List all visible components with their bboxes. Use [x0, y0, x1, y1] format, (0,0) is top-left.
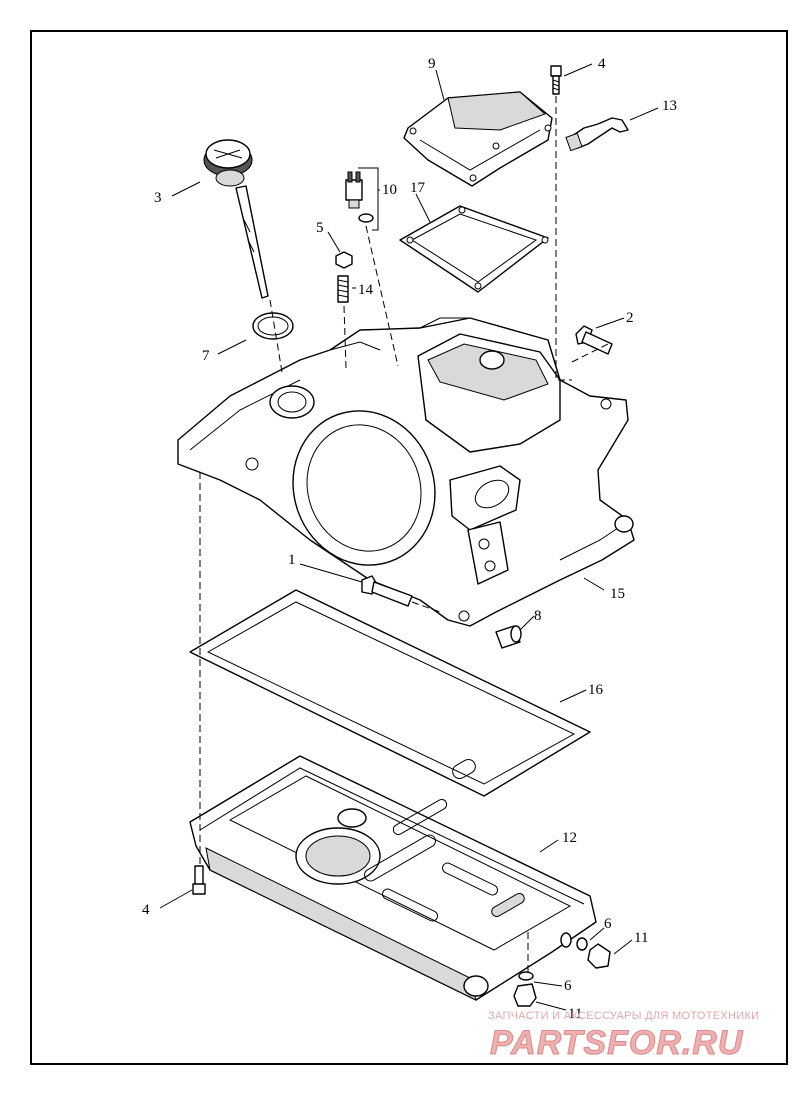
callout-17: 17 [410, 180, 426, 196]
callout-4-bottom: 4 [142, 902, 150, 918]
bolt-left-part [361, 575, 413, 607]
callout-16: 16 [588, 682, 604, 698]
callout-2: 2 [626, 310, 634, 326]
bolt-right-part [575, 325, 613, 355]
callout-7: 7 [202, 348, 210, 364]
callout-10: 10 [382, 182, 397, 198]
callout-8: 9 [428, 56, 436, 72]
watermark: ЗАПЧАСТИ И АКСЕССУАРЫ ДЛЯ МОТОТЕХНИКИ PA… [470, 1006, 790, 1066]
callout-14: 15 [610, 586, 625, 602]
callout-13: 14 [358, 282, 374, 298]
callout-15: 12 [562, 830, 577, 846]
nut-and-spring-parts [335, 251, 353, 303]
callout-labels: 4 9 13 3 10 17 5 14 2 7 1 15 8 16 12 4 6… [142, 56, 677, 1022]
callout-1: 1 [288, 552, 296, 568]
cover-gasket-part [399, 205, 549, 293]
callout-4-top: 4 [598, 56, 606, 72]
dowel-part [495, 625, 522, 649]
o-ring-part [252, 312, 294, 340]
top-cover-part [403, 91, 553, 187]
oil-pan-part [189, 755, 597, 1001]
callout-6-top: 6 [604, 916, 612, 932]
watermark-tagline: ЗАПЧАСТИ И АКСЕССУАРЫ ДЛЯ МОТОТЕХНИКИ [488, 1010, 760, 1022]
drawing-frame [30, 30, 788, 1065]
drain-plug-parts [513, 937, 611, 1007]
main-housing-part [177, 317, 635, 627]
callout-12: 13 [662, 98, 677, 114]
hose-fitting-part [565, 117, 629, 152]
callout-6-bottom: 6 [564, 978, 572, 994]
callout-11-bottom: 11 [568, 1006, 582, 1022]
callout-3: 3 [154, 190, 162, 206]
oil-sender-part [345, 167, 379, 231]
top-screw-part [550, 65, 562, 95]
watermark-logo: PARTSFOR.RU [489, 1024, 744, 1063]
callout-9: 8 [534, 608, 542, 624]
pan-gasket-part [189, 589, 591, 797]
alignment-lines [199, 96, 609, 976]
dipstick-part [203, 139, 269, 299]
bottom-screw-part [192, 865, 206, 895]
leader-lines [159, 63, 659, 1011]
callout-11-top: 11 [634, 930, 648, 946]
callout-5: 5 [316, 220, 324, 236]
